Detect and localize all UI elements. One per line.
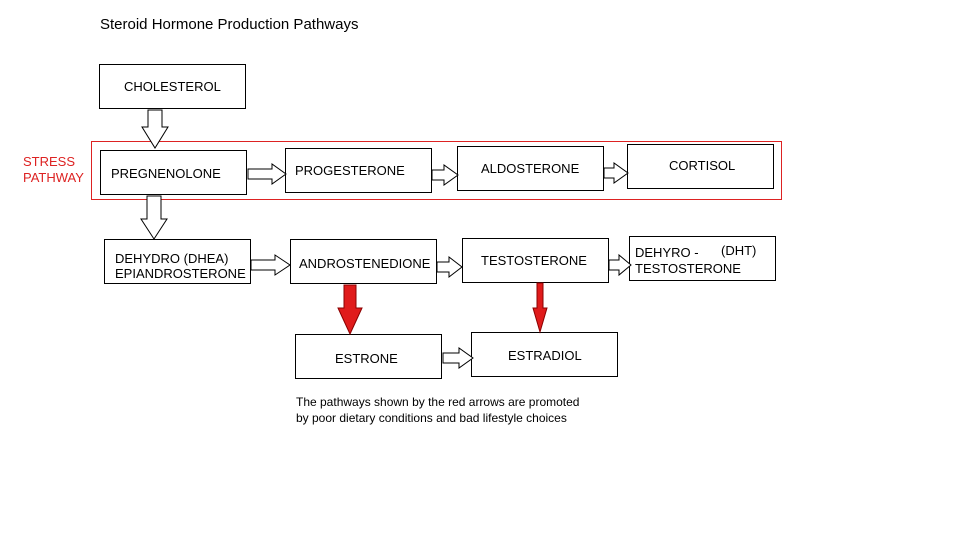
arrow-androstenedione-to-testosterone	[436, 255, 463, 279]
node-estrone: ESTRONE	[295, 334, 442, 379]
node-estradiol: ESTRADIOL	[471, 332, 618, 377]
footnote-line-2: by poor dietary conditions and bad lifes…	[296, 411, 567, 425]
stress-pathway-label: STRESS PATHWAY	[23, 154, 84, 186]
arrow-pregnenolone-to-dhea	[140, 195, 168, 240]
node-dht: DEHYRO - (DHT) TESTOSTERONE	[629, 236, 776, 281]
arrow-aldosterone-to-cortisol	[603, 162, 629, 184]
arrow-dhea-to-androstenedione	[250, 254, 291, 276]
arrow-estrone-to-estradiol	[442, 347, 474, 369]
node-aldosterone: ALDOSTERONE	[457, 146, 604, 191]
node-androstenedione-label: ANDROSTENEDIONE	[299, 256, 431, 271]
arrow-cholesterol-to-pregnenolone	[141, 109, 169, 149]
node-cortisol-label: CORTISOL	[669, 158, 736, 173]
red-arrow-androstenedione-to-estrone	[337, 284, 363, 336]
diagram-title: Steroid Hormone Production Pathways	[100, 16, 359, 33]
node-estrone-label: ESTRONE	[335, 351, 398, 366]
arrow-testosterone-to-dht	[608, 253, 632, 277]
node-testosterone: TESTOSTERONE	[462, 238, 609, 283]
stress-pathway-frame	[91, 141, 782, 200]
node-dhea-line-2: EPIANDROSTERONE	[115, 266, 246, 281]
node-dht-line-1: DEHYRO -	[635, 245, 699, 260]
node-pregnenolone-label: PREGNENOLONE	[111, 166, 221, 181]
node-pregnenolone: PREGNENOLONE	[100, 150, 247, 195]
node-cortisol: CORTISOL	[627, 144, 774, 189]
stress-label-line-2: PATHWAY	[23, 170, 84, 185]
node-testosterone-label: TESTOSTERONE	[481, 253, 587, 268]
node-dhea: DEHYDRO (DHEA) EPIANDROSTERONE	[104, 239, 251, 284]
node-androstenedione: ANDROSTENEDIONE	[290, 239, 437, 284]
node-cholesterol: CHOLESTEROL	[99, 64, 246, 109]
node-dht-line-2: TESTOSTERONE	[635, 261, 741, 276]
node-cholesterol-label: CHOLESTEROL	[124, 79, 221, 94]
node-aldosterone-label: ALDOSTERONE	[481, 161, 580, 176]
node-dhea-line-1: DEHYDRO (DHEA)	[115, 251, 229, 266]
stress-label-line-1: STRESS	[23, 154, 76, 169]
node-dht-abbreviation: (DHT)	[721, 243, 757, 258]
node-progesterone-label: PROGESTERONE	[295, 163, 405, 178]
red-arrow-testosterone-to-estradiol	[532, 282, 548, 334]
node-estradiol-label: ESTRADIOL	[508, 348, 582, 363]
footnote-line-1: The pathways shown by the red arrows are…	[296, 395, 580, 409]
footnote: The pathways shown by the red arrows are…	[296, 394, 579, 426]
arrow-progesterone-to-aldosterone	[431, 164, 459, 186]
arrow-pregnenolone-to-progesterone	[247, 163, 287, 185]
